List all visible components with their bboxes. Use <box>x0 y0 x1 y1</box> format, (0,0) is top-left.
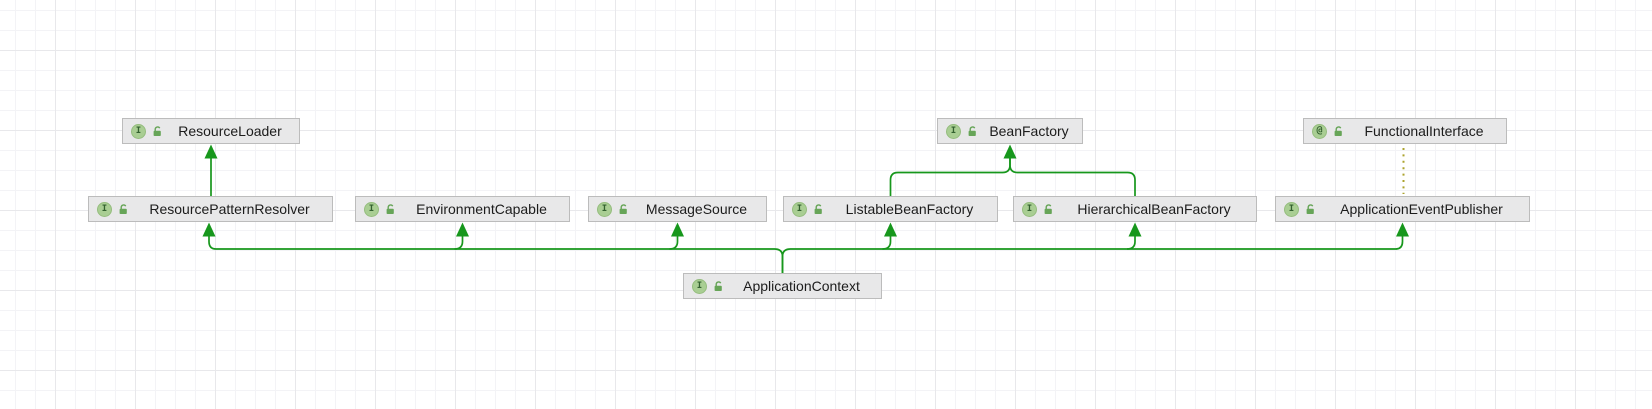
node-hierarchicalbeanfactory[interactable]: I HierarchicalBeanFactory <box>1013 196 1257 222</box>
edge-listablebeanfactory-beanfactory[interactable] <box>889 158 1011 196</box>
public-lock-icon <box>153 126 161 136</box>
node-label: ApplicationContext <box>743 278 860 294</box>
public-lock-icon <box>714 281 722 291</box>
arrow-to-applicationeventpublisher <box>1396 222 1409 237</box>
interface-icon: I <box>131 123 146 139</box>
annotation-icon: @ <box>1312 123 1327 139</box>
node-label: EnvironmentCapable <box>416 201 547 217</box>
node-label: MessageSource <box>645 201 748 217</box>
public-lock-icon <box>968 126 976 136</box>
public-lock-icon <box>119 204 127 214</box>
node-beanfactory[interactable]: I BeanFactory <box>937 118 1083 144</box>
node-label: ResourcePatternResolver <box>149 201 310 217</box>
interface-icon: I <box>364 201 379 217</box>
edge-applicationcontext-parents[interactable] <box>202 222 1410 274</box>
edge-hierarchicalbeanfactory-beanfactory[interactable] <box>1003 144 1136 197</box>
public-lock-icon <box>1044 204 1052 214</box>
public-lock-icon <box>814 204 822 214</box>
node-label: BeanFactory <box>989 123 1069 139</box>
node-listablebeanfactory[interactable]: I ListableBeanFactory <box>783 196 998 222</box>
node-functionalinterface[interactable]: @ FunctionalInterface <box>1303 118 1507 144</box>
arrow-to-resourcepatternresolver <box>202 222 216 237</box>
interface-icon: I <box>692 278 707 294</box>
node-label: FunctionalInterface <box>1364 123 1484 139</box>
interface-icon: I <box>946 123 961 139</box>
interface-icon: I <box>597 201 612 217</box>
interface-icon: I <box>1022 201 1037 217</box>
public-lock-icon <box>619 204 627 214</box>
node-label: ResourceLoader <box>178 123 282 139</box>
public-lock-icon <box>1306 204 1314 214</box>
node-applicationeventpublisher[interactable]: I ApplicationEventPublisher <box>1275 196 1530 222</box>
arrow-to-hierarchicalbeanfactory <box>1128 222 1142 237</box>
interface-icon: I <box>1284 201 1299 217</box>
node-label: HierarchicalBeanFactory <box>1077 201 1231 217</box>
node-applicationcontext[interactable]: I ApplicationContext <box>683 273 882 299</box>
node-resourcepatternresolver[interactable]: I ResourcePatternResolver <box>88 196 333 222</box>
arrow-to-messagesource <box>671 222 684 237</box>
arrow-to-environmentcapable <box>456 222 469 237</box>
node-label: ListableBeanFactory <box>845 201 974 217</box>
public-lock-icon <box>1334 126 1342 136</box>
node-environmentcapable[interactable]: I EnvironmentCapable <box>355 196 570 222</box>
node-label: ApplicationEventPublisher <box>1340 201 1503 217</box>
edge-resourcepatternresolver-resourceloader[interactable] <box>204 144 218 197</box>
node-messagesource[interactable]: I MessageSource <box>588 196 767 222</box>
interface-icon: I <box>97 201 112 217</box>
interface-icon: I <box>792 201 807 217</box>
node-resourceloader[interactable]: I ResourceLoader <box>122 118 300 144</box>
arrow-to-listablebeanfactory <box>884 222 897 237</box>
public-lock-icon <box>386 204 394 214</box>
